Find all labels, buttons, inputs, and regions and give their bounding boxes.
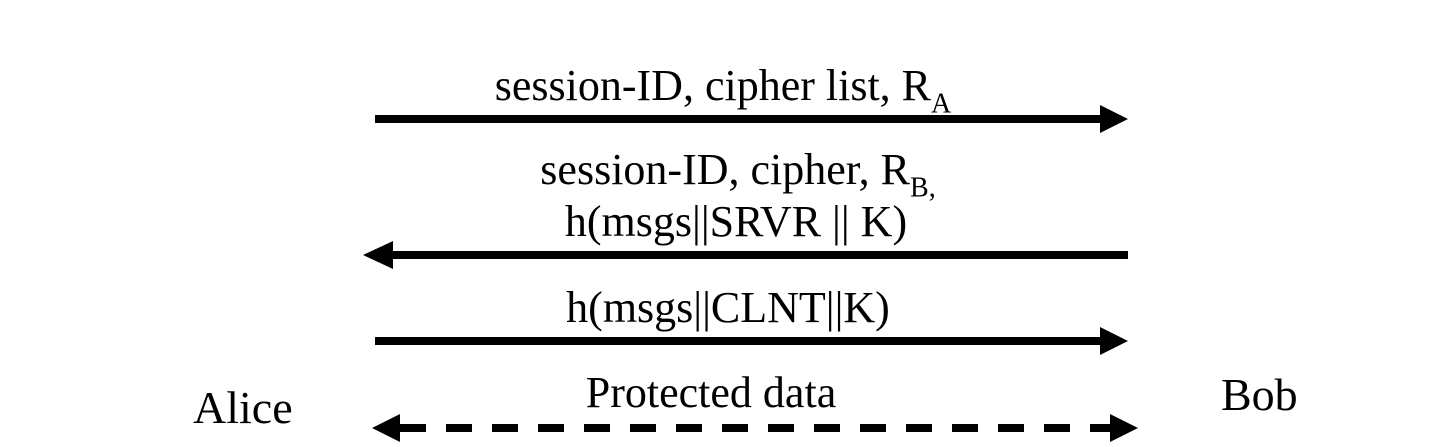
message-3-text: h(msgs||CLNT||K) [566, 283, 890, 332]
arrowhead-message-4-left [372, 414, 400, 442]
message-2-label-line-1: session-ID, cipher, RB, [540, 145, 935, 203]
arrowhead-message-2 [363, 241, 393, 269]
message-2-label-line-2: h(msgs||SRVR || K) [565, 200, 907, 244]
message-4-label: Protected data [586, 371, 836, 415]
message-2-text: session-ID, cipher, R [540, 145, 911, 194]
arrowhead-message-1 [1100, 105, 1128, 133]
message-1-subscript: A [931, 88, 952, 120]
message-2-subscript: B, [910, 172, 936, 204]
message-3-label: h(msgs||CLNT||K) [566, 286, 890, 330]
party-alice: Alice [193, 382, 293, 433]
arrowhead-message-3 [1100, 327, 1128, 355]
message-2-text-2: h(msgs||SRVR || K) [564, 197, 908, 246]
message-1-label: session-ID, cipher list, RA [494, 61, 952, 119]
party-bob: Bob [1221, 369, 1298, 420]
message-4-text: Protected data [585, 368, 837, 417]
message-1-text: session-ID, cipher list, R [494, 61, 932, 110]
arrowhead-message-4-right [1110, 414, 1138, 442]
